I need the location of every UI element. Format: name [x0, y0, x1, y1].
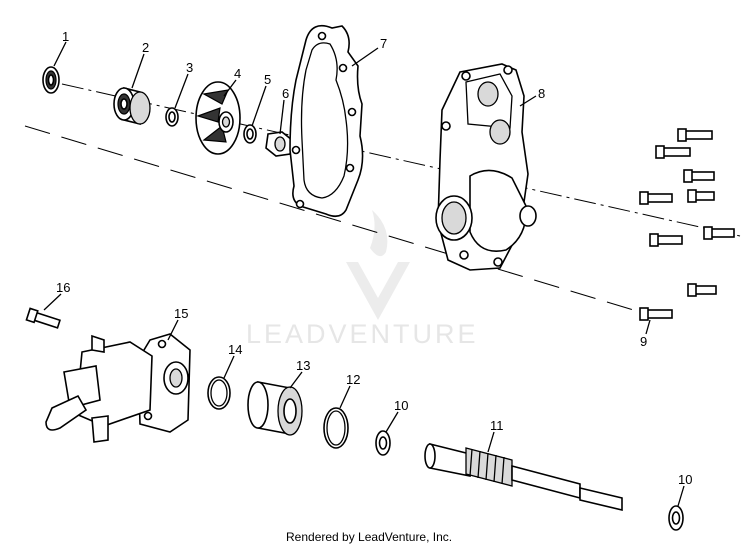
- part-13-rotor[interactable]: [247, 381, 303, 436]
- part-10-washer-upper[interactable]: [375, 430, 391, 456]
- callout-6: 6: [282, 86, 289, 101]
- part-7-gasket[interactable]: [289, 24, 364, 218]
- callout-labels: 1 2 3 4 5 6 7 8 9 10 11 12 13 14 15 16 1…: [56, 29, 692, 487]
- callout-3: 3: [186, 60, 193, 75]
- part-8-pump-cover[interactable]: [435, 63, 537, 271]
- callout-11: 11: [490, 418, 504, 433]
- callout-16: 16: [56, 280, 70, 295]
- callout-5: 5: [264, 72, 271, 87]
- part-6-nut[interactable]: [265, 131, 293, 157]
- callout-15: 15: [174, 306, 188, 321]
- part-2-bearing[interactable]: [113, 86, 151, 126]
- watermark-logo-icon: [346, 210, 410, 320]
- part-3-washer[interactable]: [165, 107, 179, 127]
- callout-8: 8: [538, 86, 545, 101]
- footer-credit: Rendered by LeadVenture, Inc.: [286, 530, 452, 544]
- part-11-shaft[interactable]: [424, 442, 623, 512]
- part-10-washer-lower[interactable]: [668, 505, 684, 531]
- part-1-seal[interactable]: [42, 66, 60, 94]
- callout-13: 13: [296, 358, 310, 373]
- part-5-washer[interactable]: [243, 124, 257, 144]
- part-9-bolts[interactable]: [639, 128, 735, 321]
- callout-7: 7: [380, 36, 387, 51]
- part-4-impeller[interactable]: [195, 81, 241, 155]
- watermark-text: LEADVENTURE: [246, 319, 479, 349]
- callout-9: 9: [640, 334, 647, 349]
- part-14-o-ring[interactable]: [207, 376, 231, 410]
- part-15-oil-pump[interactable]: [45, 333, 191, 443]
- part-12-o-ring[interactable]: [323, 407, 349, 449]
- callout-10-lower: 10: [678, 472, 692, 487]
- leader-lines: [43, 41, 685, 507]
- callout-12: 12: [346, 372, 360, 387]
- callout-4: 4: [234, 66, 241, 81]
- callout-14: 14: [228, 342, 242, 357]
- callout-1: 1: [62, 29, 69, 44]
- callout-2: 2: [142, 40, 149, 55]
- part-16-bolt[interactable]: [25, 307, 61, 329]
- callout-10-upper: 10: [394, 398, 408, 413]
